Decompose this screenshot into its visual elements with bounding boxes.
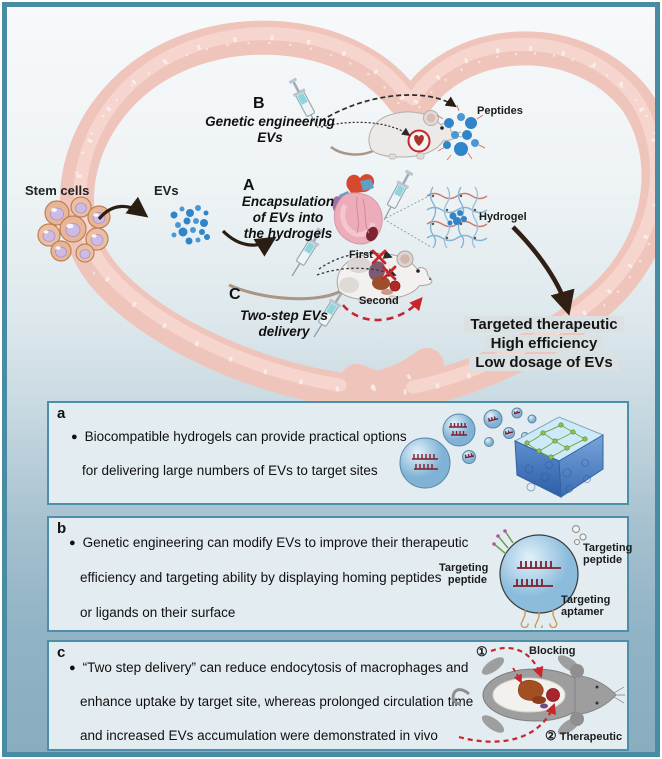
stem-cells-illustration	[37, 196, 111, 263]
blocked-x-icons	[371, 249, 397, 281]
panel-c-letter: c	[57, 644, 66, 661]
targeting-peptide-left-label: Targeting peptide	[439, 562, 489, 587]
evs-cluster-illustration	[170, 205, 210, 245]
outcome-line-1: Targeted therapeutic	[464, 316, 624, 333]
panel-b: b ●Genetic engineering can modify EVs to…	[47, 516, 632, 632]
second-label: Second	[359, 295, 399, 307]
hydrogel-label: Hydrogel	[479, 211, 527, 223]
bullet-icon: ●	[69, 537, 76, 549]
panel-c-text-line2: enhance uptake by target site, whereas p…	[80, 694, 474, 709]
stem-cells-label: Stem cells	[25, 183, 90, 198]
panel-c-text-line1: ●“Two step delivery” can reduce endocyto…	[69, 660, 469, 675]
targeting-peptide-right-label: Targeting peptide	[583, 542, 633, 567]
mouse-c-illustration	[228, 250, 433, 303]
hydrogel-mesh-illustration	[426, 186, 488, 249]
bullet-icon: ●	[69, 662, 76, 674]
outcome-line-2: High efficiency	[484, 335, 604, 352]
arrow-stemcells-to-evs	[97, 196, 149, 221]
section-c-title-line2: delivery	[258, 324, 310, 339]
section-a-letter: A	[243, 177, 255, 194]
section-b-title-line1: Genetic engineering	[205, 114, 335, 129]
panel-a-letter: a	[57, 405, 66, 422]
syringe-hydrogel-leader-lines	[385, 194, 432, 248]
panel-b-text-line3: or ligands on their surface	[80, 605, 236, 620]
therapeutic-label: Therapeutic	[559, 731, 623, 743]
panel-a-text-line2: for delivering large numbers of EVs to t…	[82, 463, 378, 478]
section-a-title-line1: Encapsulation	[241, 194, 335, 209]
panel-a: a ●Biocompatible hydrogels can provide p…	[47, 401, 629, 505]
therapeutic-label-row: ② Therapeutic	[545, 728, 623, 744]
peptides-label: Peptides	[477, 105, 523, 117]
blocking-label: Blocking	[529, 645, 576, 657]
panel-b-text-line1: ●Genetic engineering can modify EVs to i…	[69, 535, 469, 550]
syringe-icon-a	[376, 167, 417, 225]
panel-b-letter: b	[57, 520, 67, 537]
bullet-icon: ●	[71, 431, 78, 443]
section-b-letter: B	[253, 95, 265, 112]
section-a-title-line3: the hydrogels	[243, 226, 333, 241]
panel-c: c ●“Two step delivery” can reduce endocy…	[47, 640, 629, 751]
mouse-b-illustration	[330, 110, 463, 160]
outcomes-block: Targeted therapeutic High efficiency Low…	[442, 315, 646, 372]
hydrogel-cube-illustration	[399, 407, 605, 498]
section-c-title-line1: Two-step EVs	[239, 308, 328, 323]
step-1-badge: ①	[476, 644, 488, 659]
section-c-letter: C	[229, 286, 241, 303]
evs-label: EVs	[154, 183, 179, 198]
section-a-title-line2: of EVs into	[252, 210, 324, 225]
panel-c-text-line3: and increased EVs accumulation were demo…	[80, 728, 438, 743]
step-2-badge: ②	[545, 728, 557, 743]
targeting-aptamer-label: Targeting aptamer	[561, 594, 611, 619]
arrow-to-outcomes	[511, 225, 575, 316]
section-b-title-line2: EVs	[257, 130, 283, 145]
panel-b-text-line2: efficiency and targeting ability by disp…	[80, 570, 442, 585]
panel-a-text-line1: ●Biocompatible hydrogels can provide pra…	[71, 429, 407, 444]
first-label: First	[349, 249, 373, 261]
outcome-line-3: Low dosage of EVs	[469, 354, 619, 371]
